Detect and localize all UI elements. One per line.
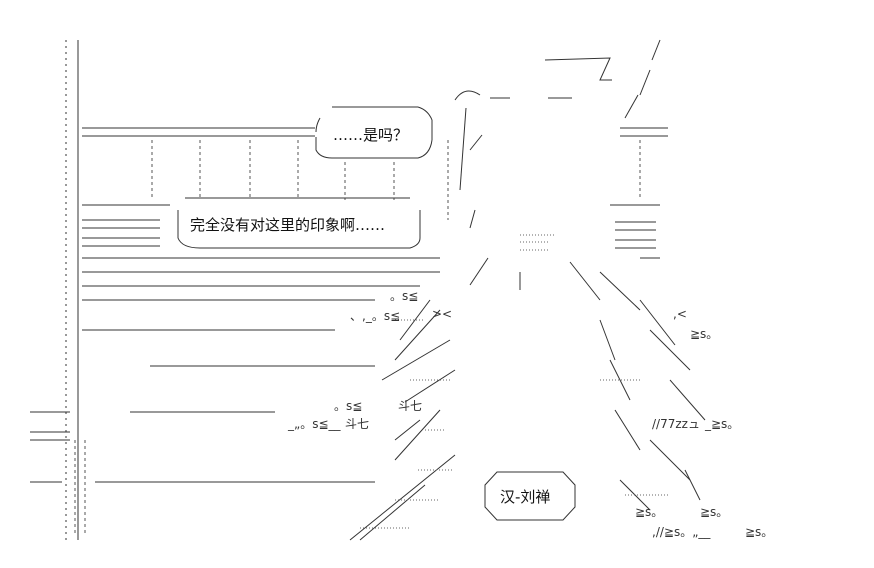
name-tag-frame xyxy=(484,471,576,521)
mark-s-6: _≧s。 xyxy=(704,417,739,431)
middle-bubble-text: 完全没有对这里的印象啊…… xyxy=(190,216,386,234)
right-railing xyxy=(610,127,668,259)
mark-dou-1: 斗七 xyxy=(398,399,422,413)
mark-s-7: ≧s。 xyxy=(635,505,663,519)
mark-s-4: 。s≦ xyxy=(334,399,362,413)
mark-lt-2: ,< xyxy=(673,307,687,321)
mark-lt: >< xyxy=(432,307,452,321)
top-bubble-text: ……是吗？ xyxy=(333,126,409,144)
mark-s-5: _„。s≦__ xyxy=(287,417,342,431)
fence-rails xyxy=(30,127,440,483)
figure-shading xyxy=(360,234,670,529)
mark-s-3: ≧s。 xyxy=(690,327,718,341)
name-tag-text: 汉-刘禅 xyxy=(500,488,551,506)
mark-s-2: 、,_。s≦ xyxy=(350,309,400,323)
mark-s-9: ,//≧s。„__ xyxy=(652,525,711,539)
hair-wisps xyxy=(490,39,661,119)
scribble-marks: 。s≦ 、,_。s≦ ≧s。 。s≦ _„。s≦__ _≧s。 ≧s。 ≧s。 … xyxy=(287,289,773,539)
figure-outline xyxy=(349,90,706,541)
top-bubble xyxy=(315,106,433,159)
mark-s-10: ≧s。 xyxy=(745,525,773,539)
mark-zzz: //77zzュ xyxy=(652,417,700,431)
mark-s-8: ≧s。 xyxy=(700,505,728,519)
mark-s-1: 。s≦ xyxy=(390,289,418,303)
mark-dou-2: 斗七 xyxy=(345,417,369,431)
middle-bubble xyxy=(177,197,421,249)
fence-posts xyxy=(74,140,641,535)
left-pillar xyxy=(65,40,79,540)
